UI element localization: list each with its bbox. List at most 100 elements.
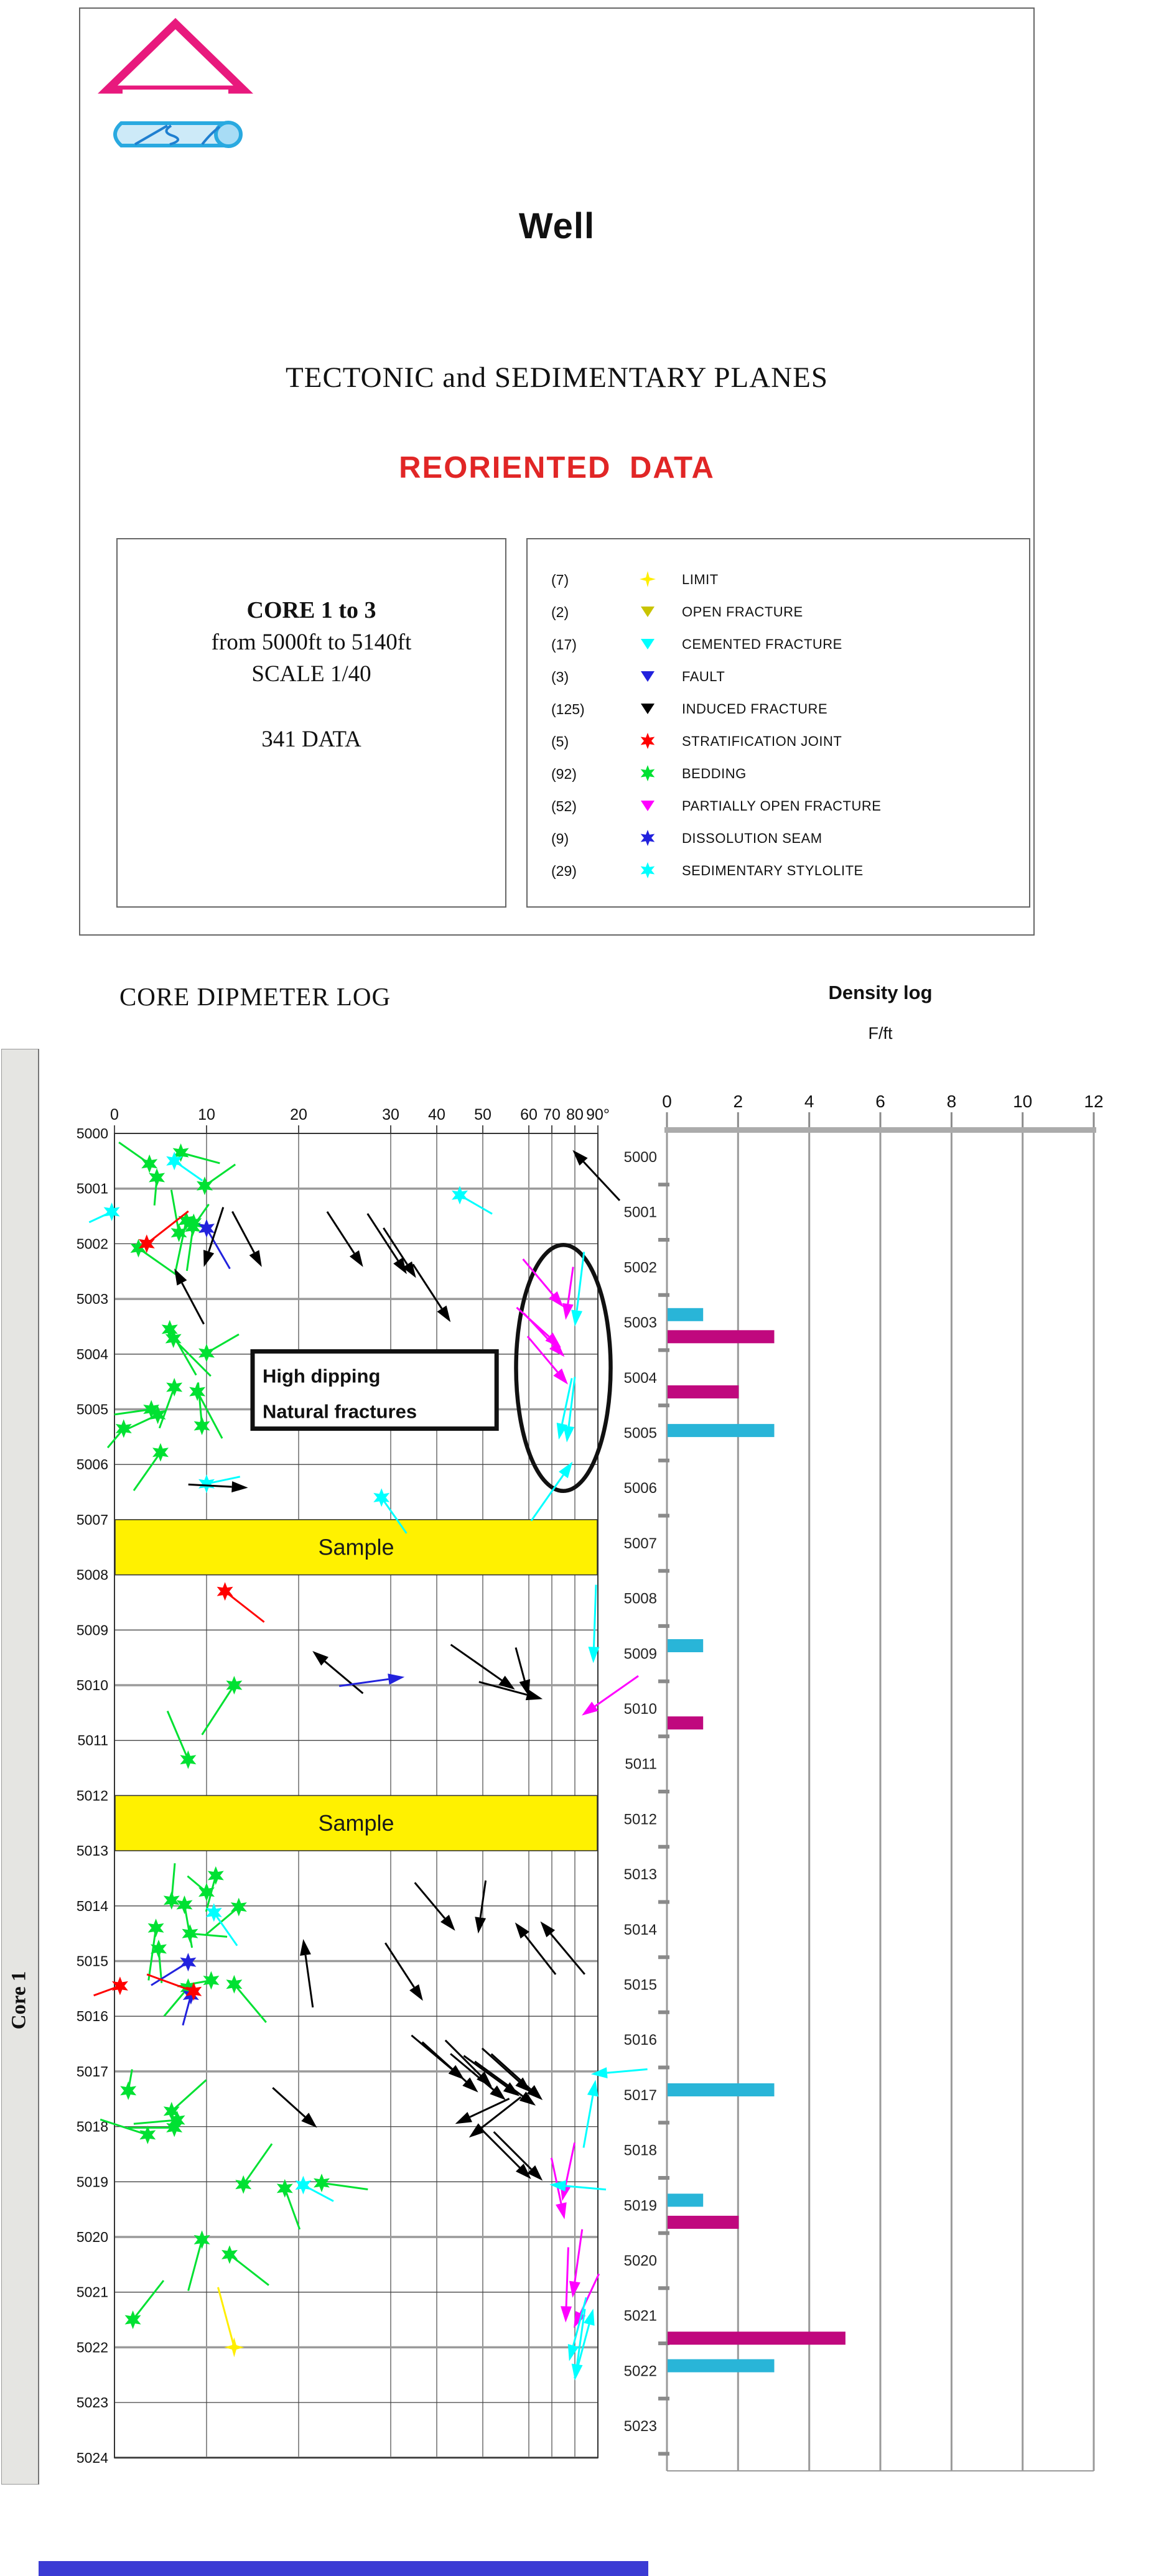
dip-symbol-bedding xyxy=(100,2118,156,2144)
dip-symbol-bedding xyxy=(184,1204,210,1237)
dipmeter-depth-label: 5012 xyxy=(77,1787,108,1803)
report-subtitle: TECTONIC and SEDIMENTARY PLANES xyxy=(286,361,828,394)
dipmeter-depth-label: 5021 xyxy=(77,2284,108,2300)
dip-symbol-cemented xyxy=(582,2080,599,2148)
limit-icon xyxy=(613,569,682,592)
density-depth-label: 5004 xyxy=(624,1370,657,1387)
density-axis-tick-label: 8 xyxy=(947,1092,957,1111)
dip-symbol-bedding xyxy=(163,2079,207,2121)
dip-symbol-stylolite xyxy=(166,1151,203,1182)
density-axis-tick-label: 0 xyxy=(662,1092,672,1111)
legend-count: (29) xyxy=(551,862,577,879)
legend-item-dissolution-seam: (9)DISSOLUTION SEAM xyxy=(528,828,822,849)
core-range-title: CORE 1 to 3 xyxy=(246,597,376,623)
dip-symbol-bedding xyxy=(149,1168,165,1206)
dip-symbol-induced xyxy=(455,2098,510,2124)
density-depth-label: 5023 xyxy=(624,2418,657,2435)
legend-count: (125) xyxy=(551,700,585,717)
dip-symbol-induced xyxy=(326,1211,363,1267)
dip-symbol-induced xyxy=(414,1882,455,1931)
legend-count: (9) xyxy=(551,830,569,847)
dip-symbol-bedding xyxy=(201,1676,243,1736)
density-depth-label: 5007 xyxy=(624,1535,657,1552)
dip-symbol-stylolite xyxy=(205,1903,238,1946)
density-depth-label: 5015 xyxy=(624,1977,657,1994)
dip-symbol-bedding xyxy=(118,1142,158,1173)
corias-logo-graphic xyxy=(97,17,254,148)
dip-symbol-induced xyxy=(444,2039,492,2087)
dip-symbol-induced xyxy=(450,2053,506,2100)
dip-symbol-stylolite xyxy=(88,1202,120,1224)
dip-symbol-bedding xyxy=(189,1382,223,1439)
dip-symbol-partially_open xyxy=(550,2157,567,2220)
dip-axis-tick-label: 10 xyxy=(198,1106,215,1123)
dipmeter-depth-label: 5010 xyxy=(77,1677,108,1693)
dipmeter-depth-label: 5022 xyxy=(77,2339,108,2355)
core-dipmeter-log-title: CORE DIPMETER LOG xyxy=(119,982,391,1011)
dipmeter-depth-label: 5016 xyxy=(77,2008,108,2024)
density-depth-label: 5021 xyxy=(624,2308,657,2325)
legend-label: LIMIT xyxy=(682,572,719,587)
annotation-line2: Natural fractures xyxy=(263,1400,417,1422)
dipmeter-depth-label: 5008 xyxy=(77,1567,108,1583)
dipmeter-depth-label: 5019 xyxy=(77,2174,108,2190)
density-depth-label: 5019 xyxy=(624,2197,657,2214)
legend-label: INDUCED FRACTURE xyxy=(682,701,828,717)
legend-box: (7)LIMIT (2)OPEN FRACTURE (17)CEMENTED FRA… xyxy=(526,538,1030,908)
dipmeter-depth-label: 5007 xyxy=(77,1512,108,1528)
core-info-box: CORE 1 to 3 from 5000ft to 5140ft SCALE … xyxy=(116,538,506,908)
dipmeter-depth-label: 5005 xyxy=(77,1402,108,1418)
density-depth-label: 5005 xyxy=(624,1425,657,1442)
dip-symbol-induced xyxy=(481,2047,531,2093)
induced-fracture-icon xyxy=(613,698,682,721)
legend-label: PARTIALLY OPEN FRACTURE xyxy=(682,798,882,814)
dipmeter-depth-label: 5003 xyxy=(77,1291,108,1307)
dipmeter-depth-label: 5017 xyxy=(77,2063,108,2080)
dip-axis-tick-label: 70 xyxy=(543,1106,561,1123)
dip-axis-tick-label: 40 xyxy=(428,1106,445,1123)
dip-symbol-bedding xyxy=(133,2111,185,2129)
dip-axis-tick-label: 20 xyxy=(290,1106,307,1123)
dip-axis-tick-label: 90° xyxy=(586,1106,610,1123)
dip-symbol-induced xyxy=(515,1647,530,1696)
legend-label: CEMENTED FRACTURE xyxy=(682,636,842,652)
dip-symbol-partially_open xyxy=(582,1675,639,1716)
dip-symbol-bedding xyxy=(276,2178,301,2230)
legend-label: OPEN FRACTURE xyxy=(682,604,803,620)
high-dip-ellipse xyxy=(514,1242,613,1494)
dip-symbol-bedding xyxy=(166,1710,197,1769)
dipmeter-depth-label: 5001 xyxy=(77,1181,108,1197)
dip-symbol-stratification xyxy=(146,1973,202,2001)
core1-sidebar: Core 1 xyxy=(1,1049,39,2485)
dip-symbol-bedding xyxy=(197,1163,236,1196)
dip-symbol-bedding xyxy=(114,1400,160,1419)
dip-symbol-stylolite xyxy=(373,1488,408,1534)
dip-axis-tick-label: 0 xyxy=(110,1106,119,1123)
dip-symbol-bedding xyxy=(221,2245,269,2286)
dip-symbol-partially_open xyxy=(562,1267,574,1320)
dip-symbol-induced xyxy=(474,2060,536,2106)
density-axis-tick-label: 12 xyxy=(1084,1092,1103,1111)
dip-symbol-cemented xyxy=(549,2180,607,2192)
dip-symbol-cemented xyxy=(571,1252,585,1327)
legend-count: (3) xyxy=(551,668,569,685)
dip-symbol-bedding xyxy=(187,1875,215,1902)
dip-symbol-bedding xyxy=(147,1918,164,1981)
legend-item-open-fracture: (2)OPEN FRACTURE xyxy=(528,602,803,623)
legend-item-limit: (7)LIMIT xyxy=(528,569,719,590)
density-axis-tick-label: 10 xyxy=(1013,1092,1032,1111)
dip-symbol-induced xyxy=(490,2053,543,2100)
density-depth-label: 5022 xyxy=(624,2363,657,2379)
density-bar xyxy=(668,1639,704,1652)
dip-symbol-stratification xyxy=(93,1976,128,1997)
sedimentary-stylolite-icon xyxy=(613,860,682,883)
dip-symbol-induced xyxy=(188,1481,248,1493)
dip-symbol-bedding xyxy=(165,1329,212,1377)
density-axis-tick-label: 2 xyxy=(734,1092,743,1111)
dip-symbol-bedding xyxy=(130,1239,177,1276)
logo-mask xyxy=(123,90,228,98)
legend-item-cemented-fracture: (17)CEMENTED FRACTURE xyxy=(528,634,842,655)
legend-item-partially-open-fracture: (52)PARTIALLY OPEN FRACTURE xyxy=(528,796,881,817)
dipmeter-depth-label: 5014 xyxy=(77,1898,108,1914)
